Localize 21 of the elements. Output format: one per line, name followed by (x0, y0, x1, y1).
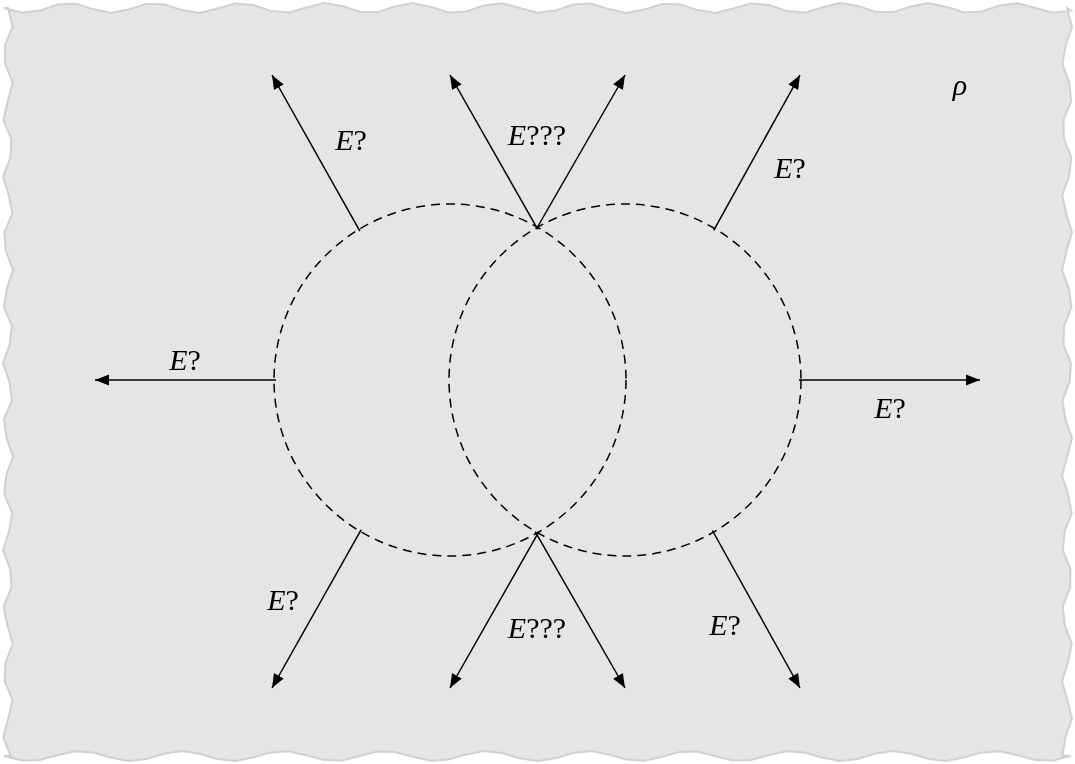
arrow (271, 74, 361, 232)
symbol-label: ρ (952, 70, 968, 100)
arrow (534, 530, 626, 689)
edge-label: E??? (507, 613, 567, 643)
arrow (711, 529, 801, 689)
arrow (798, 374, 981, 386)
edge-label: E? (335, 125, 367, 155)
arrow (94, 374, 277, 386)
dashed-circle (273, 203, 627, 557)
edge-label: E? (267, 585, 299, 615)
edge-label: E??? (507, 120, 567, 150)
arrow (712, 74, 801, 232)
arrow (271, 528, 362, 689)
edge-label: E? (169, 345, 201, 375)
edge-label: E? (709, 610, 741, 640)
arrow (449, 530, 540, 689)
arrow (535, 74, 626, 230)
arrow (449, 74, 539, 231)
dashed-circle (448, 203, 802, 557)
edge-label: E? (874, 393, 906, 423)
edge-label: E? (774, 153, 806, 183)
